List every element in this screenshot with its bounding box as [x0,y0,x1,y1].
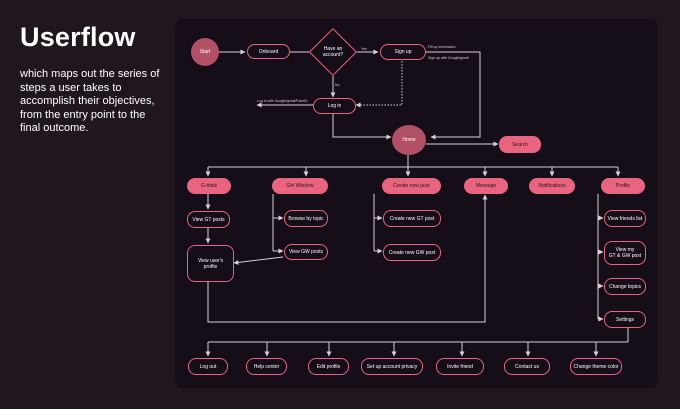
contact-us-node: Contact us [504,358,550,375]
onboard-node: Onboard [247,44,290,59]
account-decision-label: Have an account? [322,46,344,58]
page-title: Userflow [20,22,136,52]
note-yes: Yes [361,47,367,51]
account-privacy-node: Set up account privacy [361,358,423,375]
create-gt-post-node: Create new GT post [383,210,441,227]
settings-node: Settings [604,311,646,328]
home-node: Home [392,125,426,155]
userflow-diagram: Start Onboard Have an account? Sign up L… [175,19,658,388]
section-create-new-post: Create new post [382,178,441,194]
edit-profile-node: Edit profile [308,358,349,375]
login-node: Log in [313,98,356,114]
note-signup-google: Sign up with Google/gmail [428,56,469,60]
note-fill-info: Fill up information [428,45,456,49]
note-login-google: Log in with Google/gmail/FaceID [257,99,308,103]
create-gw-post-node: Create new GW post [383,244,441,261]
browse-by-topic-node: Browse by topic [284,210,328,227]
view-gt-posts-node: View GT posts [187,211,230,228]
log-out-node: Log out [188,358,228,375]
invite-friend-node: Invite friend [436,358,484,375]
note-no: No [335,83,340,87]
section-profile: Profile [601,178,645,194]
view-users-profile-node: View user's profile [187,245,234,282]
connector-lines [205,49,629,357]
change-theme-node: Change theme color [570,358,622,375]
view-my-posts-node: View my GT & GW post [604,241,646,265]
section-gtrials: G-trials [187,178,231,194]
view-gw-posts-node: View GW posts [284,244,328,260]
page-description: which maps out the series of steps a use… [20,68,160,134]
change-topics-node: Change topics [604,278,646,295]
section-girl-window: Girl Window [272,178,328,194]
section-message: Message [464,178,508,194]
section-notifications: Notifications [529,178,575,194]
search-node: Search [499,136,541,153]
help-center-node: Help center [246,358,287,375]
signup-node: Sign up [380,44,426,60]
view-friends-list-node: View friends list [604,210,646,227]
start-node: Start [191,38,219,66]
